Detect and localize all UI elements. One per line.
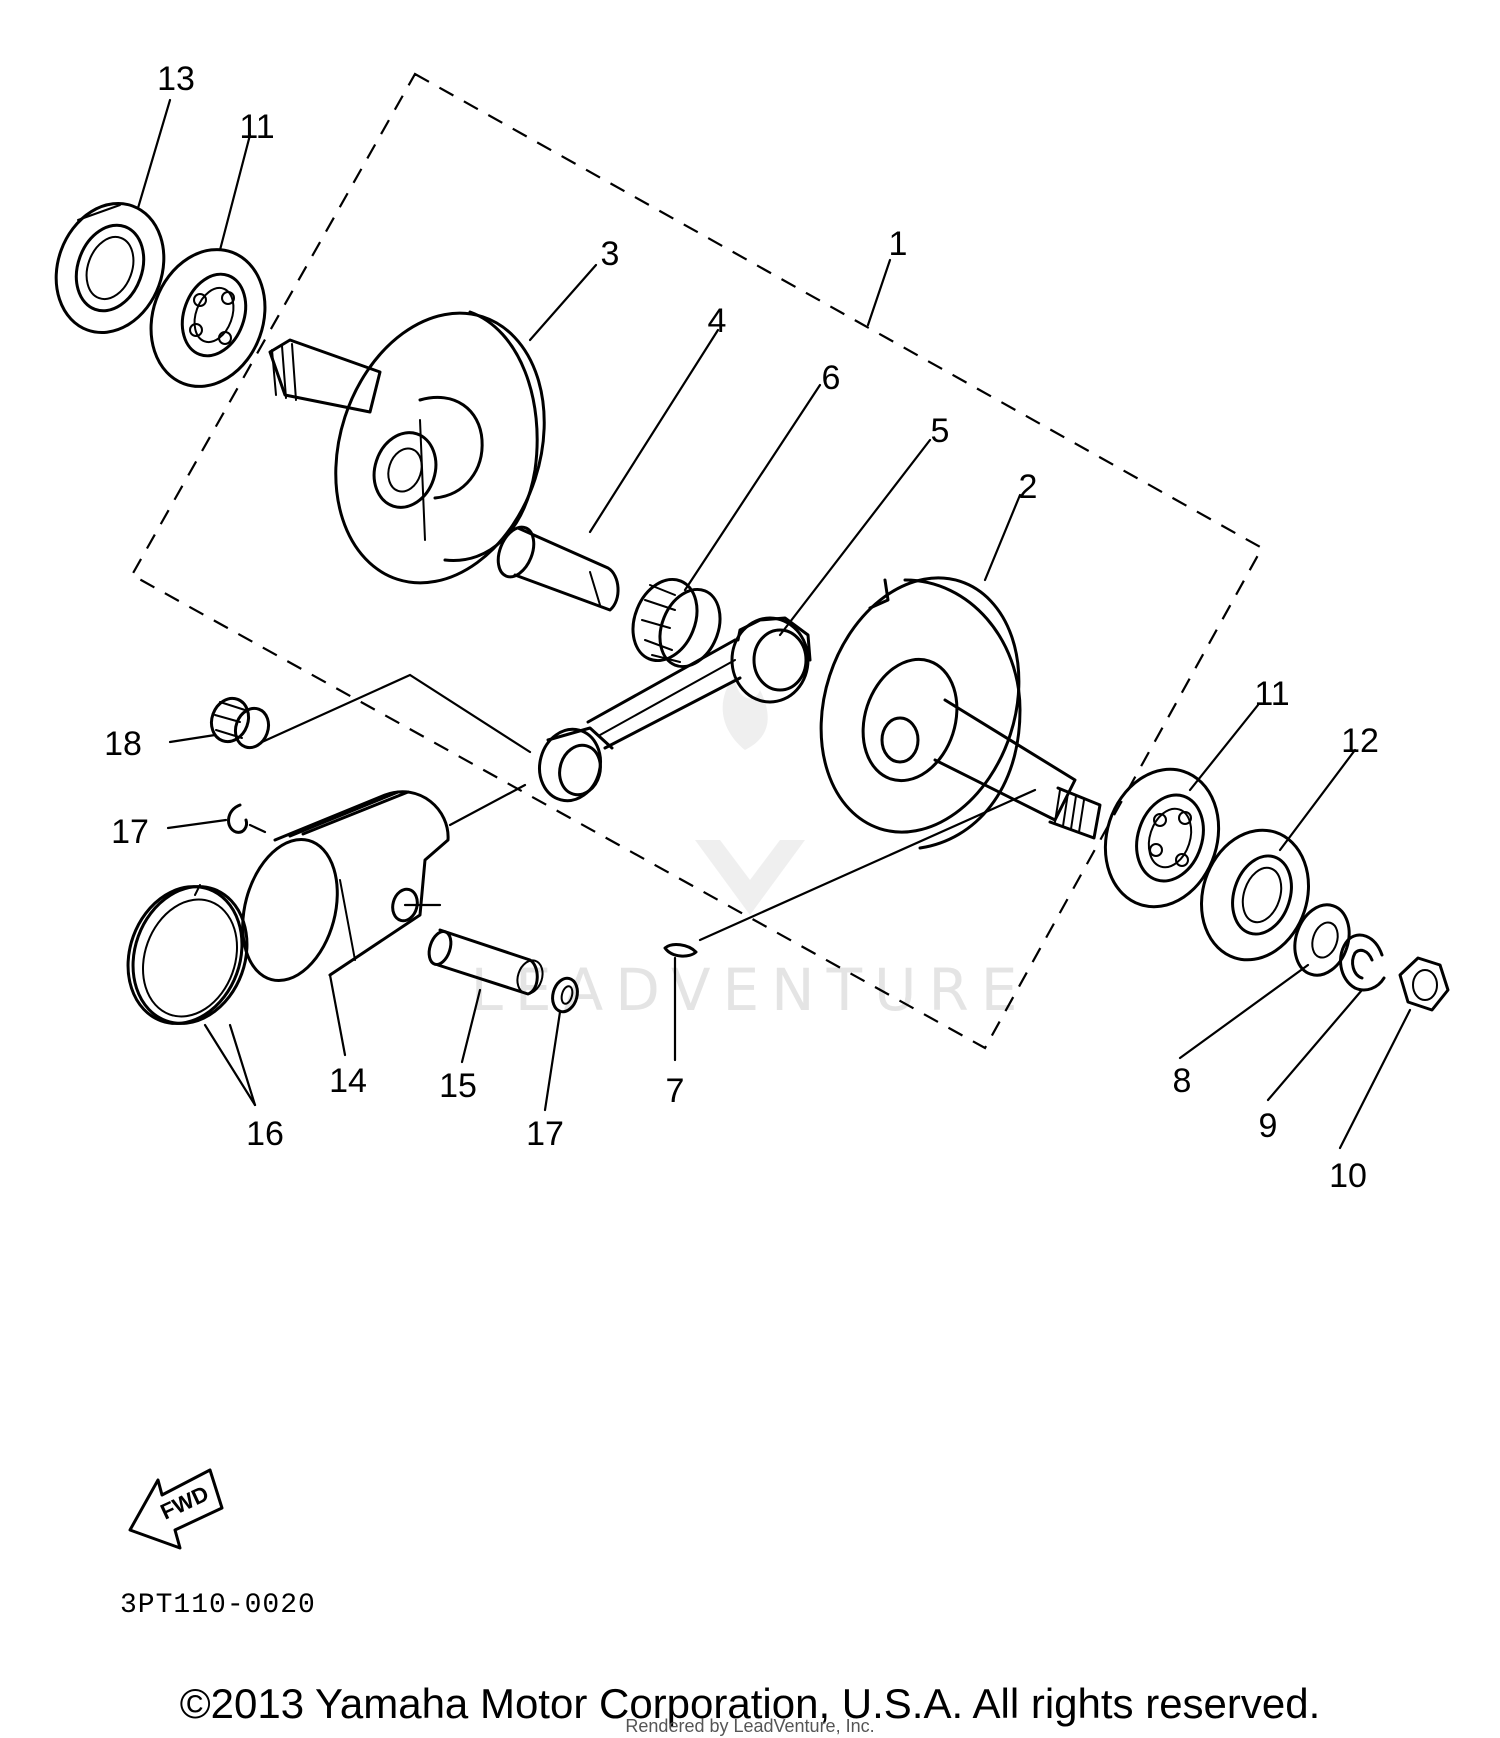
assembly-boundary-dashed: [130, 72, 1264, 1050]
callout-2: 2: [1019, 468, 1038, 506]
diagram-code: 3PT110-0020: [120, 1590, 316, 1621]
part-2-crank-right: [819, 576, 1102, 850]
callout-14: 14: [329, 1062, 367, 1100]
part-13-oil-seal: [54, 201, 166, 335]
callout-7: 7: [666, 1072, 685, 1110]
watermark-logo: [695, 675, 805, 915]
callout-8: 8: [1173, 1062, 1192, 1100]
callout-10: 10: [1329, 1157, 1367, 1195]
callout-11-left: 11: [239, 108, 274, 146]
callout-4: 4: [708, 302, 727, 340]
part-16-piston-rings: [126, 884, 249, 1025]
part-7-woodruff-key: [663, 943, 698, 958]
part-12-oil-seal-right: [1200, 828, 1310, 962]
callout-11-right: 11: [1254, 675, 1289, 713]
part-15-piston-pin: [427, 928, 544, 996]
callout-12: 12: [1341, 722, 1379, 760]
callout-3: 3: [601, 235, 620, 273]
part-4-crank-pin: [496, 525, 620, 612]
part-8-washer: [1293, 903, 1351, 977]
part-11-bearing-right: [1103, 767, 1221, 909]
callout-13: 13: [157, 60, 195, 98]
callout-9: 9: [1259, 1107, 1278, 1145]
callout-6: 6: [822, 359, 841, 397]
part-17-piston-pin-clip-left: [227, 803, 248, 834]
copyright-notice: ©2013 Yamaha Motor Corporation, U.S.A. A…: [180, 1680, 1321, 1727]
part-11-bearing-left: [149, 248, 267, 388]
part-10-nut: [1398, 956, 1450, 1012]
rendered-by-notice: Rendered by LeadVenture, Inc.: [625, 1716, 874, 1736]
callout-15: 15: [439, 1067, 477, 1105]
part-3-crank-left: [268, 310, 546, 585]
part-18-small-end-bearing: [209, 696, 271, 750]
callout-18: 18: [104, 725, 142, 763]
callout-labels: 13 11 3 1 4 6 5 2 11 12 18 17 14 15 7 17…: [104, 60, 1379, 1195]
part-6-needle-bearing: [631, 577, 722, 669]
callout-17-left: 17: [111, 813, 149, 851]
part-9-lock-washer: [1339, 933, 1386, 992]
callout-1: 1: [889, 225, 908, 263]
part-14-piston: [241, 790, 450, 983]
callout-5: 5: [931, 412, 950, 450]
leader-lines: [136, 98, 1412, 1150]
callout-16: 16: [246, 1115, 284, 1153]
callout-17-right: 17: [526, 1115, 564, 1153]
part-5-connecting-rod: [538, 616, 812, 803]
forward-arrow-icon: FWD: [128, 1468, 224, 1550]
